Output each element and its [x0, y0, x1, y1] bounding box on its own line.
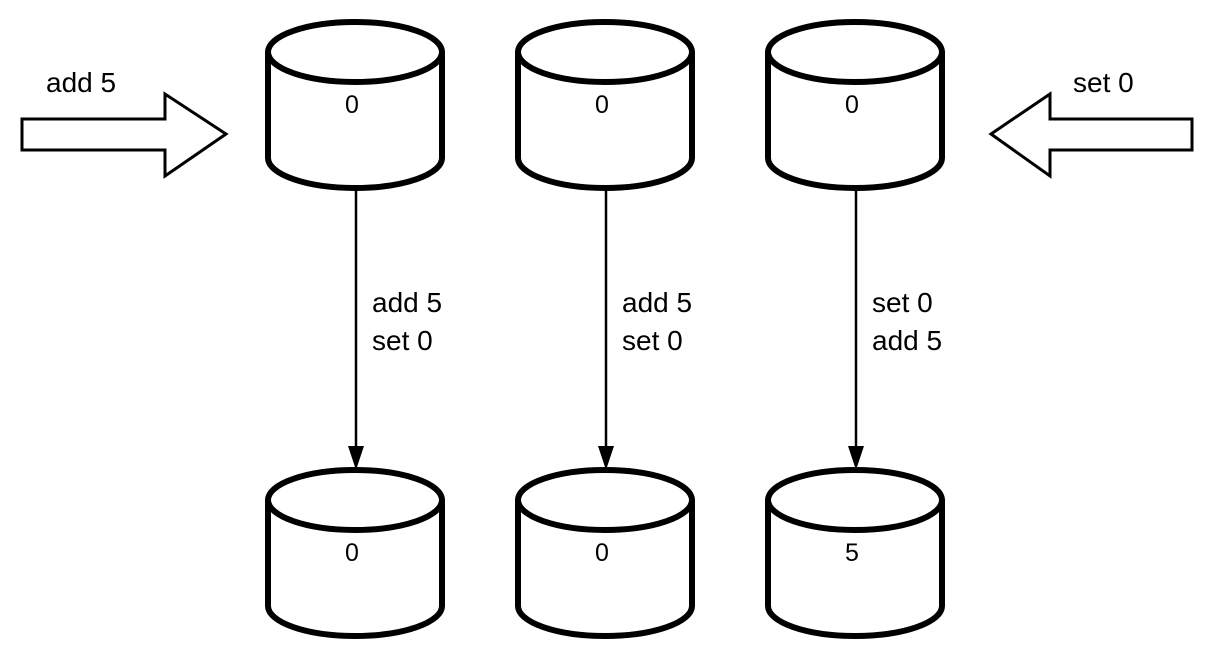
- replica-3-operation-1: set 0: [872, 287, 933, 318]
- replica-2-operation-2: set 0: [622, 325, 683, 356]
- arrowhead-down-icon: [598, 446, 614, 470]
- replica-1-final-value: 0: [345, 539, 359, 567]
- replica-1-operation-2: set 0: [372, 325, 433, 356]
- cylinder-lid: [265, 19, 445, 85]
- cylinder-lid: [515, 19, 695, 85]
- replica-1-initial-value: 0: [345, 91, 359, 119]
- block-arrow-right-icon: [20, 91, 229, 179]
- block-arrow-left-icon: [988, 91, 1194, 179]
- left-client-operation-label: add 5: [46, 67, 116, 98]
- replica-3-operation-2: add 5: [872, 325, 942, 356]
- cylinder-body: [515, 497, 695, 639]
- replica-2-final-cylinder: [515, 467, 695, 639]
- replica-3-final-value: 5: [845, 539, 859, 567]
- replica-2-final-value: 0: [595, 539, 609, 567]
- replica-1-final-cylinder: [265, 467, 445, 639]
- arrowhead-down-icon: [348, 446, 364, 470]
- cylinder-body: [765, 497, 945, 639]
- cylinder-body: [265, 497, 445, 639]
- replica-2-initial-cylinder: [515, 19, 695, 191]
- right-client-operation-label: set 0: [1073, 67, 1134, 98]
- replica-3-flow-arrow: [848, 188, 864, 470]
- replica-2-initial-value: 0: [595, 91, 609, 119]
- replica-2-operation-1: add 5: [622, 287, 692, 318]
- cylinder-lid: [765, 19, 945, 85]
- arrowhead-down-icon: [848, 446, 864, 470]
- replica-3-final-cylinder: [765, 467, 945, 639]
- cylinder-lid: [265, 467, 445, 533]
- cylinder-lid: [515, 467, 695, 533]
- replica-1-operation-1: add 5: [372, 287, 442, 318]
- left-client-operation-arrow: [20, 91, 229, 179]
- cylinder-lid: [765, 467, 945, 533]
- right-client-operation-arrow: [988, 91, 1194, 179]
- replica-2-flow-arrow: [598, 188, 614, 470]
- replica-1-flow-arrow: [348, 188, 364, 470]
- replica-3-initial-cylinder: [765, 19, 945, 191]
- replica-3-initial-value: 0: [845, 91, 859, 119]
